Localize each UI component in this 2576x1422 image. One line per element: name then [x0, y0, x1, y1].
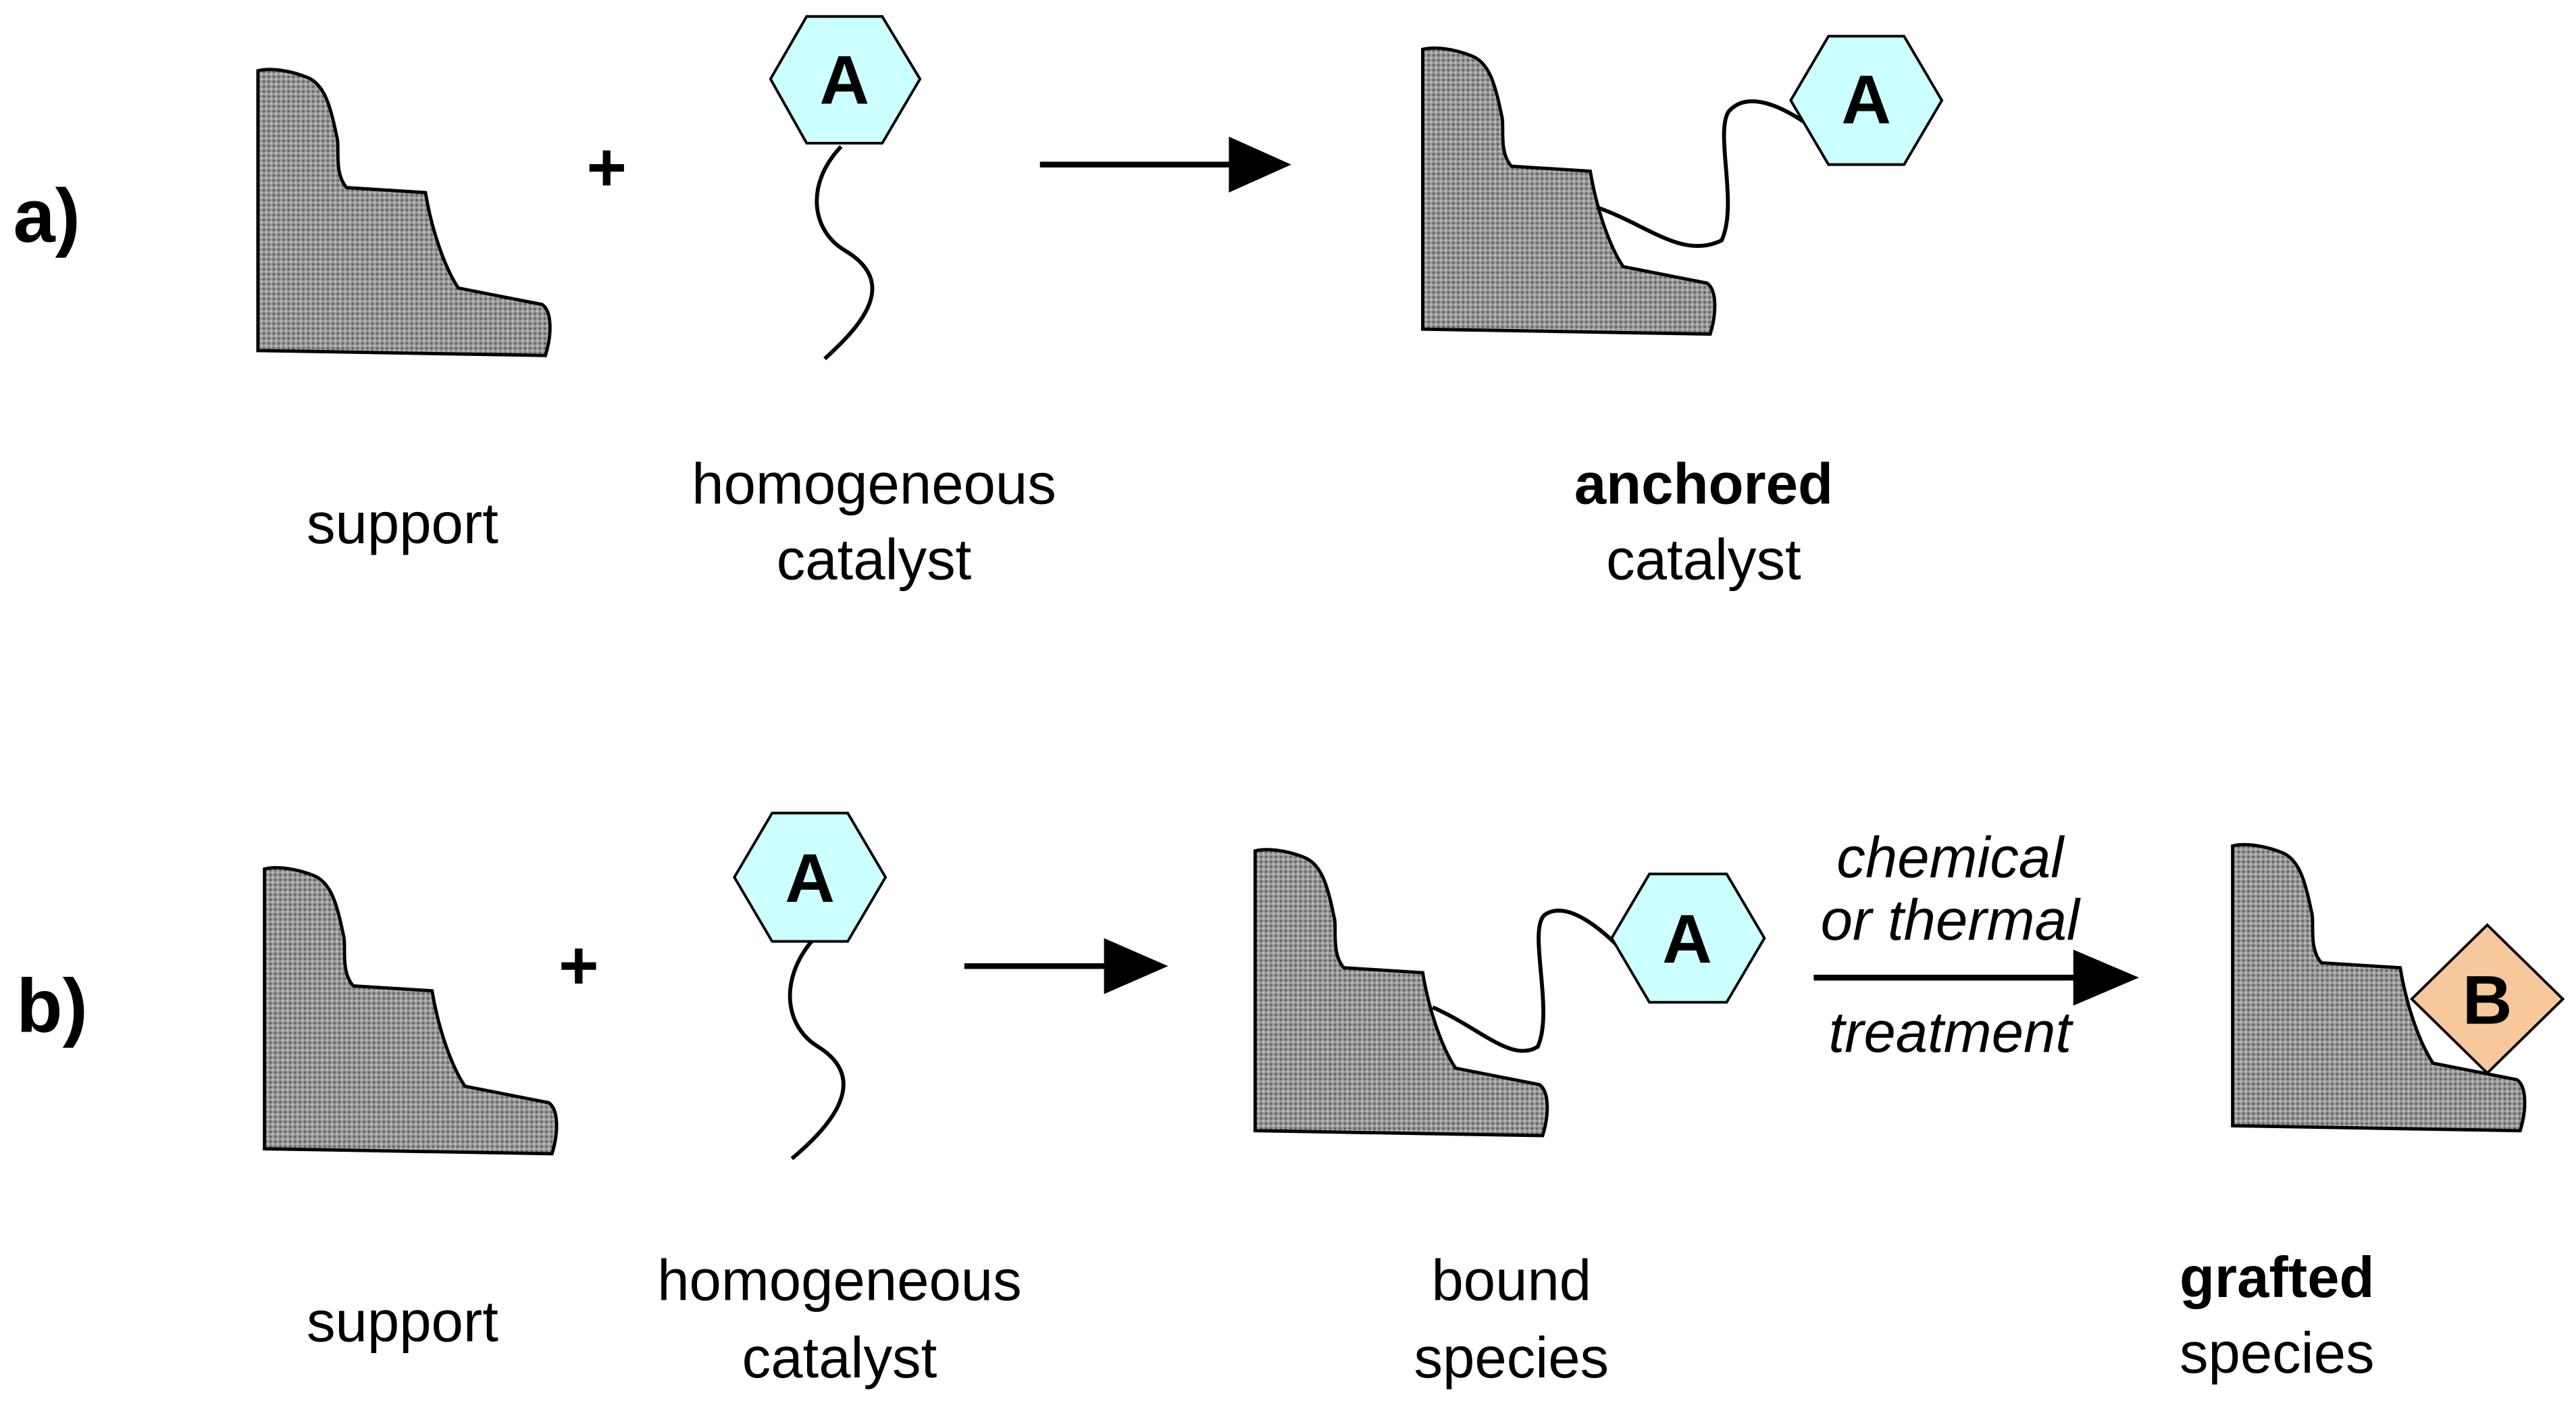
- tether-chain: [788, 940, 846, 1161]
- tether-chain: [815, 145, 875, 361]
- panel-a: a) + A A support homogeneous catalyst an…: [13, 15, 1944, 592]
- anchored-catalyst-icon: A: [1422, 34, 1944, 334]
- catalyst-a-hexagon-icon: [1609, 872, 1766, 1004]
- panel-b-label: b): [16, 964, 88, 1048]
- catalyst-a-hexagon-icon: [769, 15, 922, 145]
- catalyst-label-line2: catalyst: [777, 528, 972, 592]
- product-label-line2: catalyst: [1606, 528, 1801, 592]
- catalyst-label-line2: catalyst: [742, 1326, 937, 1390]
- bound-label-line2: species: [1414, 1326, 1609, 1390]
- homogeneous-catalyst-icon: A: [733, 811, 887, 1161]
- support-surface-icon: [1255, 850, 1547, 1136]
- treatment-label-line2: or thermal: [1821, 888, 2081, 953]
- tether-chain: [1596, 99, 1805, 249]
- catalyst-a-letter: A: [785, 839, 835, 917]
- product-label-line1: anchored: [1574, 452, 1833, 516]
- homogeneous-catalyst-icon: A: [769, 15, 922, 361]
- bound-species-icon: A: [1255, 850, 1766, 1136]
- catalyst-a-hexagon-icon: [1789, 34, 1944, 166]
- arrow-head-icon: [2073, 949, 2139, 1006]
- reaction-arrow-b1: [964, 938, 1168, 994]
- catalyst-label-line1: homogeneous: [692, 452, 1056, 516]
- treatment-label-line1: chemical: [1836, 826, 2065, 890]
- reaction-arrow-a: [1039, 136, 1291, 193]
- grafted-b-diamond-icon: [2409, 923, 2565, 1075]
- arrow-head-icon: [1229, 136, 1291, 193]
- tether-chain: [1431, 909, 1622, 1053]
- grafted-b-letter: B: [2463, 961, 2513, 1038]
- grafted-label-line2: species: [2180, 1321, 2375, 1386]
- plus-sign: +: [586, 128, 627, 206]
- support-surface-icon: [258, 70, 550, 355]
- grafted-species-icon: B: [2233, 844, 2565, 1130]
- catalyst-a-letter: A: [819, 41, 869, 118]
- bound-label-line1: bound: [1431, 1249, 1591, 1313]
- support-label: support: [307, 1290, 498, 1354]
- anchored-catalyst-a-letter: A: [1841, 61, 1891, 138]
- bound-catalyst-a-letter: A: [1662, 900, 1712, 977]
- panel-a-label: a): [13, 174, 80, 258]
- catalyst-label-line1: homogeneous: [657, 1249, 1022, 1313]
- treatment-arrow: chemical or thermal treatment: [1813, 826, 2139, 1065]
- catalyst-a-hexagon-icon: [733, 811, 887, 943]
- support-surface-icon: [1422, 48, 1714, 334]
- treatment-label-line3: treatment: [1828, 1000, 2073, 1065]
- panel-b: b) + A A chemical or thermal: [16, 811, 2565, 1390]
- support-label: support: [307, 492, 498, 556]
- grafted-label-line1: grafted: [2180, 1246, 2374, 1310]
- plus-sign: +: [559, 926, 599, 1004]
- arrow-head-icon: [1104, 938, 1168, 994]
- support-surface-icon: [265, 867, 557, 1153]
